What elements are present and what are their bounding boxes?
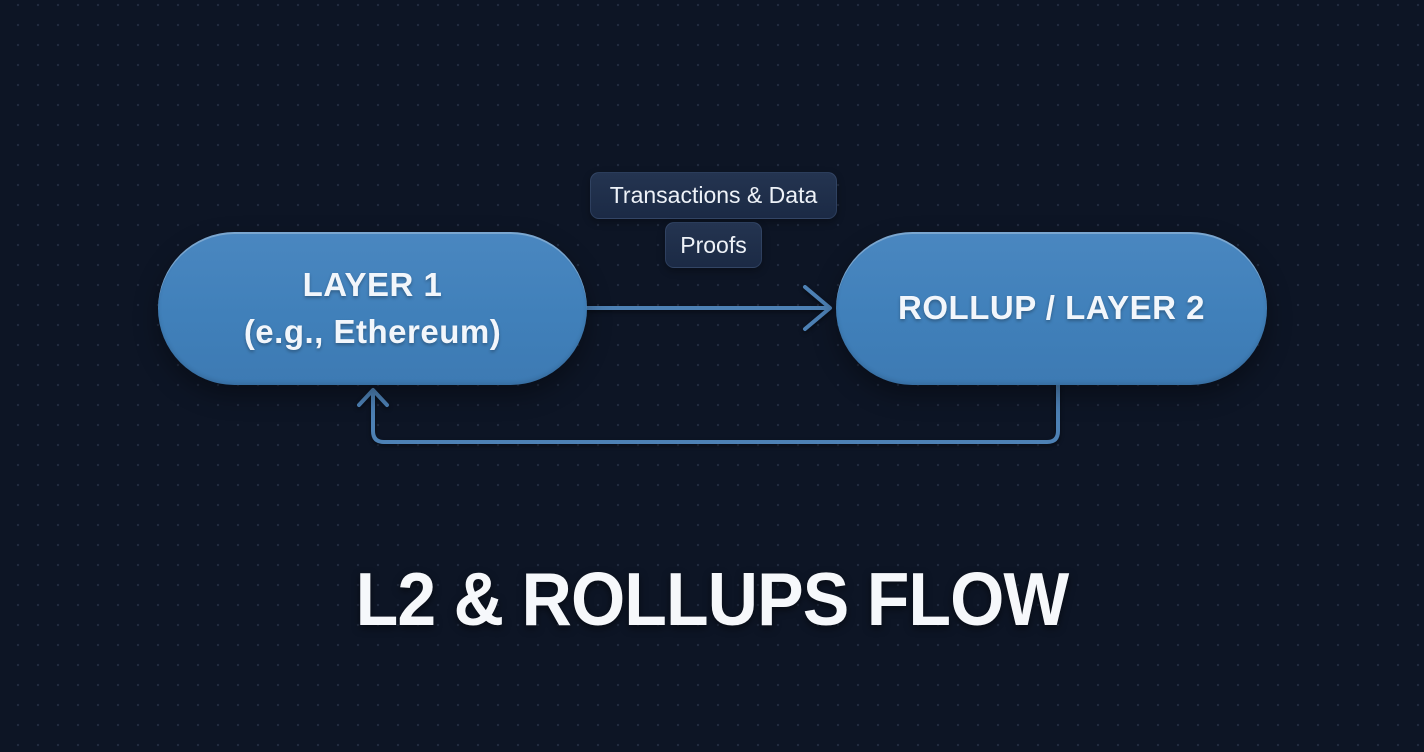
node-rollup-label: ROLLUP / LAYER 2 (898, 289, 1205, 327)
node-rollup: ROLLUP / LAYER 2 (836, 232, 1267, 385)
return-arrow-line (371, 383, 1060, 444)
diagram-title: L2 & ROLLUPS FLOW (355, 557, 1070, 641)
forward-arrow-head (803, 285, 832, 331)
node-layer1-line2: (e.g., Ethereum) (243, 312, 502, 350)
return-arrow-head (357, 388, 389, 407)
node-layer1: LAYER 1 (e.g., Ethereum) (158, 232, 587, 385)
edge-label-proofs: Proofs (665, 222, 762, 268)
edge-label-transactions-and-data: Transactions & Data (590, 172, 837, 219)
node-layer1-line1: LAYER 1 (302, 266, 443, 304)
